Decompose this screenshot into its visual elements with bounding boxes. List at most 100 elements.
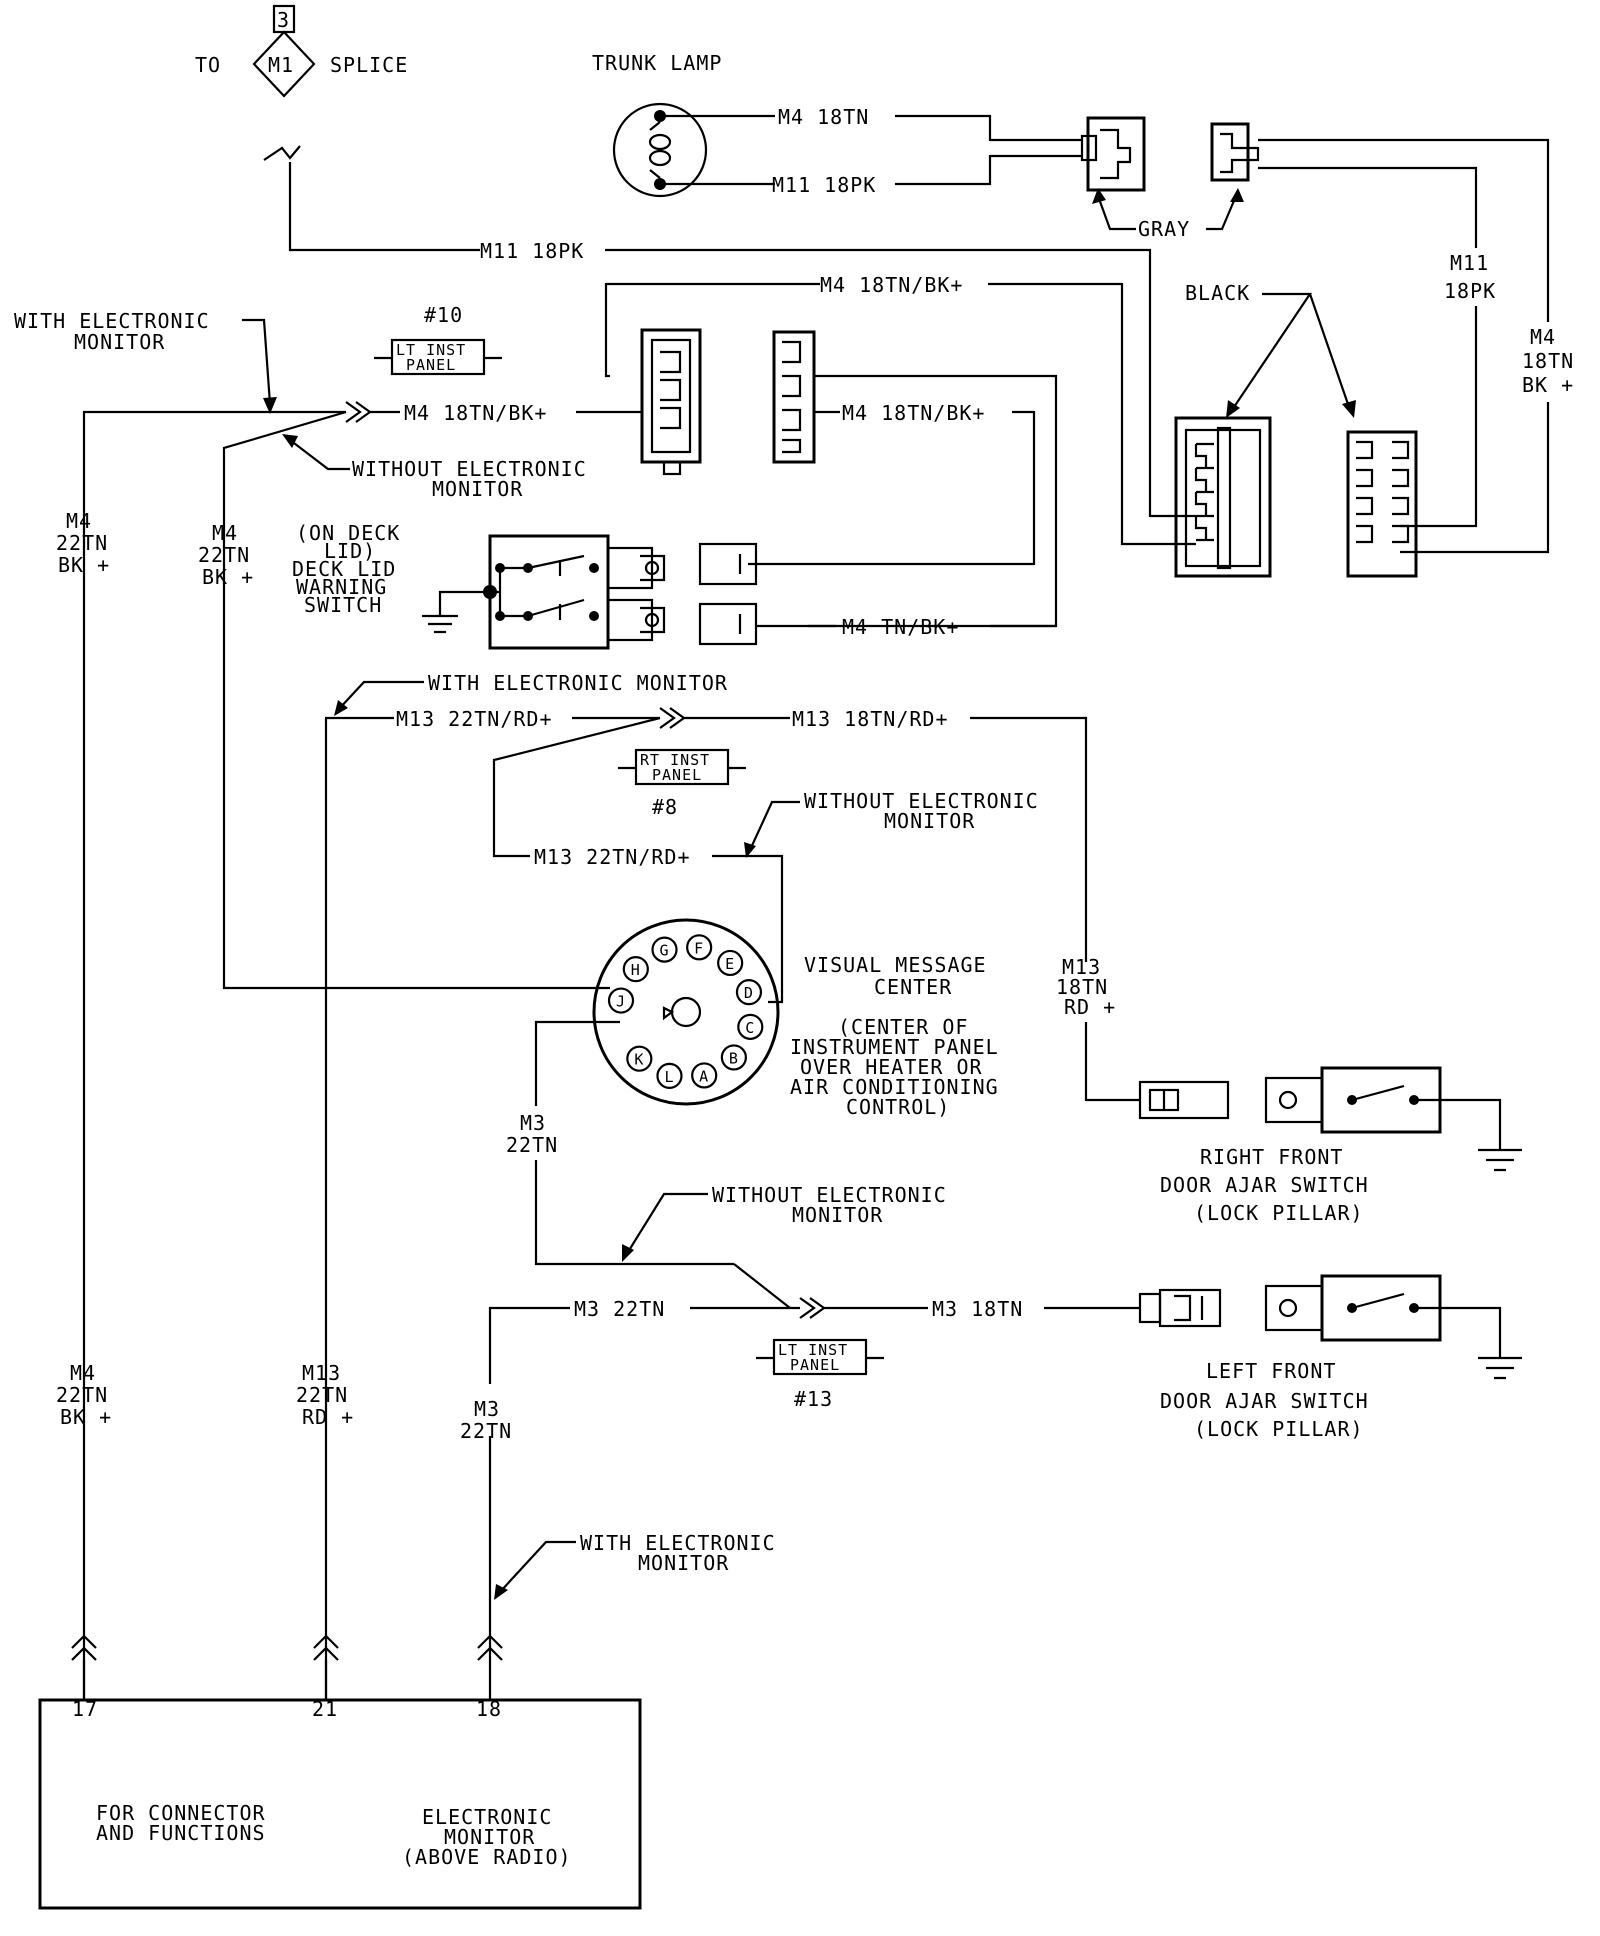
monitor-pin-21: 21 [312, 1697, 338, 1721]
deck-lid-warning-switch: (ON DECK LID) DECK LID WARNING SWITCH [292, 521, 666, 650]
deck-lid-line2: LID) [324, 539, 376, 563]
left-door-line1: LEFT FRONT [1206, 1359, 1336, 1383]
left-door-line3: (LOCK PILLAR) [1194, 1417, 1364, 1441]
lt-inst-panel-13-number: #13 [794, 1387, 833, 1411]
right-front-door-ajar-switch: RIGHT FRONT DOOR AJAR SWITCH (LOCK PILLA… [1138, 1066, 1522, 1225]
monitor-connector-note-line2: AND FUNCTIONS [96, 1821, 266, 1845]
vmc-pin-label-l: L [664, 1068, 674, 1086]
note-with-em-3-line1: WITH ELECTRONIC [580, 1531, 776, 1555]
bottom-m4-line1: M4 [70, 1361, 96, 1385]
trunk-lamp: TRUNK LAMP [592, 51, 721, 198]
deck-lid-line5: SWITCH [304, 593, 382, 617]
wire-m3-22tn: M3 22TN [574, 1297, 665, 1321]
vmc-pin-label-a: A [699, 1067, 709, 1085]
gray-label: GRAY [1138, 217, 1190, 241]
note-with-em-1-line1: WITH ELECTRONIC [14, 309, 210, 333]
gray-connector-left [1080, 116, 1146, 192]
lt-inst-panel-10-number: #10 [424, 303, 463, 327]
vmc-pin-h [622, 956, 649, 983]
vmc-pin-a [691, 1062, 718, 1089]
bottom-m3-line2: 22TN [460, 1419, 512, 1443]
note-without-em-2-line1: WITHOUT ELECTRONIC [804, 789, 1039, 813]
lt-inst-panel-10: #10 LT INST PANEL [374, 303, 502, 376]
vmc-pin-label-j: J [616, 993, 626, 1011]
monitor-pin-17: 17 [72, 1697, 98, 1721]
vmc-pin-label-f: F [694, 939, 704, 957]
bottom-m13-line2: 22TN [296, 1383, 348, 1407]
vmc-pin-label-k: K [634, 1051, 644, 1069]
wire-m4-18tn: M4 18TN [778, 105, 869, 129]
vmc-pin-g [651, 936, 678, 963]
m13-vert-line3: RD + [1064, 995, 1116, 1019]
m3-vert-line2: 22TN [506, 1133, 558, 1157]
bottom-m3-line1: M3 [474, 1397, 500, 1421]
vmc-location-line2: INSTRUMENT PANEL [790, 1035, 999, 1059]
bottom-m13-line1: M13 [302, 1361, 341, 1385]
wire-m11-18pk-lamp: M11 18PK [772, 173, 876, 197]
monitor-title-line3: (ABOVE RADIO) [402, 1845, 572, 1869]
note-without-em-3-line1: WITHOUT ELECTRONIC [712, 1183, 947, 1207]
left-door-line2: DOOR AJAR SWITCH [1160, 1389, 1369, 1413]
lt-inst-panel-13: LT INST PANEL #13 [756, 1338, 884, 1411]
deck-lid-line1: (ON DECK [296, 521, 400, 545]
gray-connector-right [1210, 122, 1260, 182]
splice-to-label: TO [195, 53, 221, 77]
vmc-pin-l [656, 1062, 683, 1089]
deck-lid-line3: DECK LID [292, 557, 396, 581]
vmc-pin-label-d: D [744, 984, 754, 1002]
black-label: BLACK [1185, 281, 1250, 305]
lt-inst-panel-13-line1: LT INST [778, 1341, 848, 1359]
wire-m4-18tnbk-top: M4 18TN/BK+ [820, 273, 963, 297]
vmc-pin-k [626, 1045, 653, 1072]
note-with-em-1-line2: MONITOR [74, 330, 165, 354]
vmc-location-line5: CONTROL) [846, 1095, 950, 1119]
right-door-line3: (LOCK PILLAR) [1194, 1201, 1364, 1225]
vmc-pin-label-h: H [631, 961, 641, 979]
vmc-pin-e [717, 949, 744, 977]
vmc-pin-label-e: E [725, 955, 735, 973]
electronic-monitor: 17 21 18 FOR CONNECTOR AND FUNCTIONS ELE… [38, 1697, 642, 1910]
vmc-pin-label-g: G [659, 942, 669, 960]
wire-m4-tnbk: M4 TN/BK+ [842, 615, 959, 639]
right-door-line1: RIGHT FRONT [1200, 1145, 1343, 1169]
black-connector-left [1174, 416, 1272, 578]
wire-m13-22tnrd-top: M13 22TN/RD+ [396, 707, 553, 731]
vmc-location-line4: AIR CONDITIONING [790, 1075, 999, 1099]
bottom-m4-line3: BK + [60, 1405, 112, 1429]
mid-connector-left [640, 328, 702, 476]
monitor-title-line2: MONITOR [444, 1825, 535, 1849]
note-without-em-3-line2: MONITOR [792, 1203, 883, 1227]
right-m4-line1: M4 [1530, 325, 1556, 349]
lt-inst-panel-13-line2: PANEL [790, 1356, 840, 1374]
left-m4-line2: 22TN [56, 531, 108, 555]
splice-m1: TO 3 M1 SPLICE [195, 4, 407, 161]
wire-m13-22tnrd-low: M13 22TN/RD+ [534, 845, 691, 869]
note-without-em-2-line2: MONITOR [884, 809, 975, 833]
lt-inst-panel-10-line1: LT INST [396, 341, 466, 359]
right-m4-line2: 18TN [1522, 349, 1574, 373]
inner-m4-line2: 22TN [198, 543, 250, 567]
inner-m4-line1: M4 [212, 521, 238, 545]
vmc-pin-d [735, 979, 763, 1006]
m3-vert-line1: M3 [520, 1111, 546, 1135]
vmc-location-line1: (CENTER OF [838, 1015, 968, 1039]
m13-vert-line1: M13 [1062, 955, 1101, 979]
monitor-title-line1: ELECTRONIC [422, 1805, 552, 1829]
vmc-pin-j [607, 987, 635, 1014]
wire-m4-18tnbk-mid: M4 18TN/BK+ [404, 401, 547, 425]
left-front-door-ajar-switch: LEFT FRONT DOOR AJAR SWITCH (LOCK PILLAR… [1138, 1274, 1522, 1441]
vmc-title-line1: VISUAL MESSAGE [804, 953, 987, 977]
right-door-line2: DOOR AJAR SWITCH [1160, 1173, 1369, 1197]
note-with-em-3-line2: MONITOR [638, 1551, 729, 1575]
monitor-connector-note-line1: FOR CONNECTOR [96, 1801, 266, 1825]
mid-connector-right [772, 330, 816, 464]
wire-m4-18tnbk-right: M4 18TN/BK+ [842, 401, 985, 425]
left-m4-line3: BK + [58, 553, 110, 577]
vmc-location-line3: OVER HEATER OR [800, 1055, 983, 1079]
note-without-em-1-line1: WITHOUT ELECTRONIC [352, 457, 587, 481]
vmc-pin-f [686, 934, 713, 961]
m13-vert-line2: 18TN [1056, 975, 1108, 999]
